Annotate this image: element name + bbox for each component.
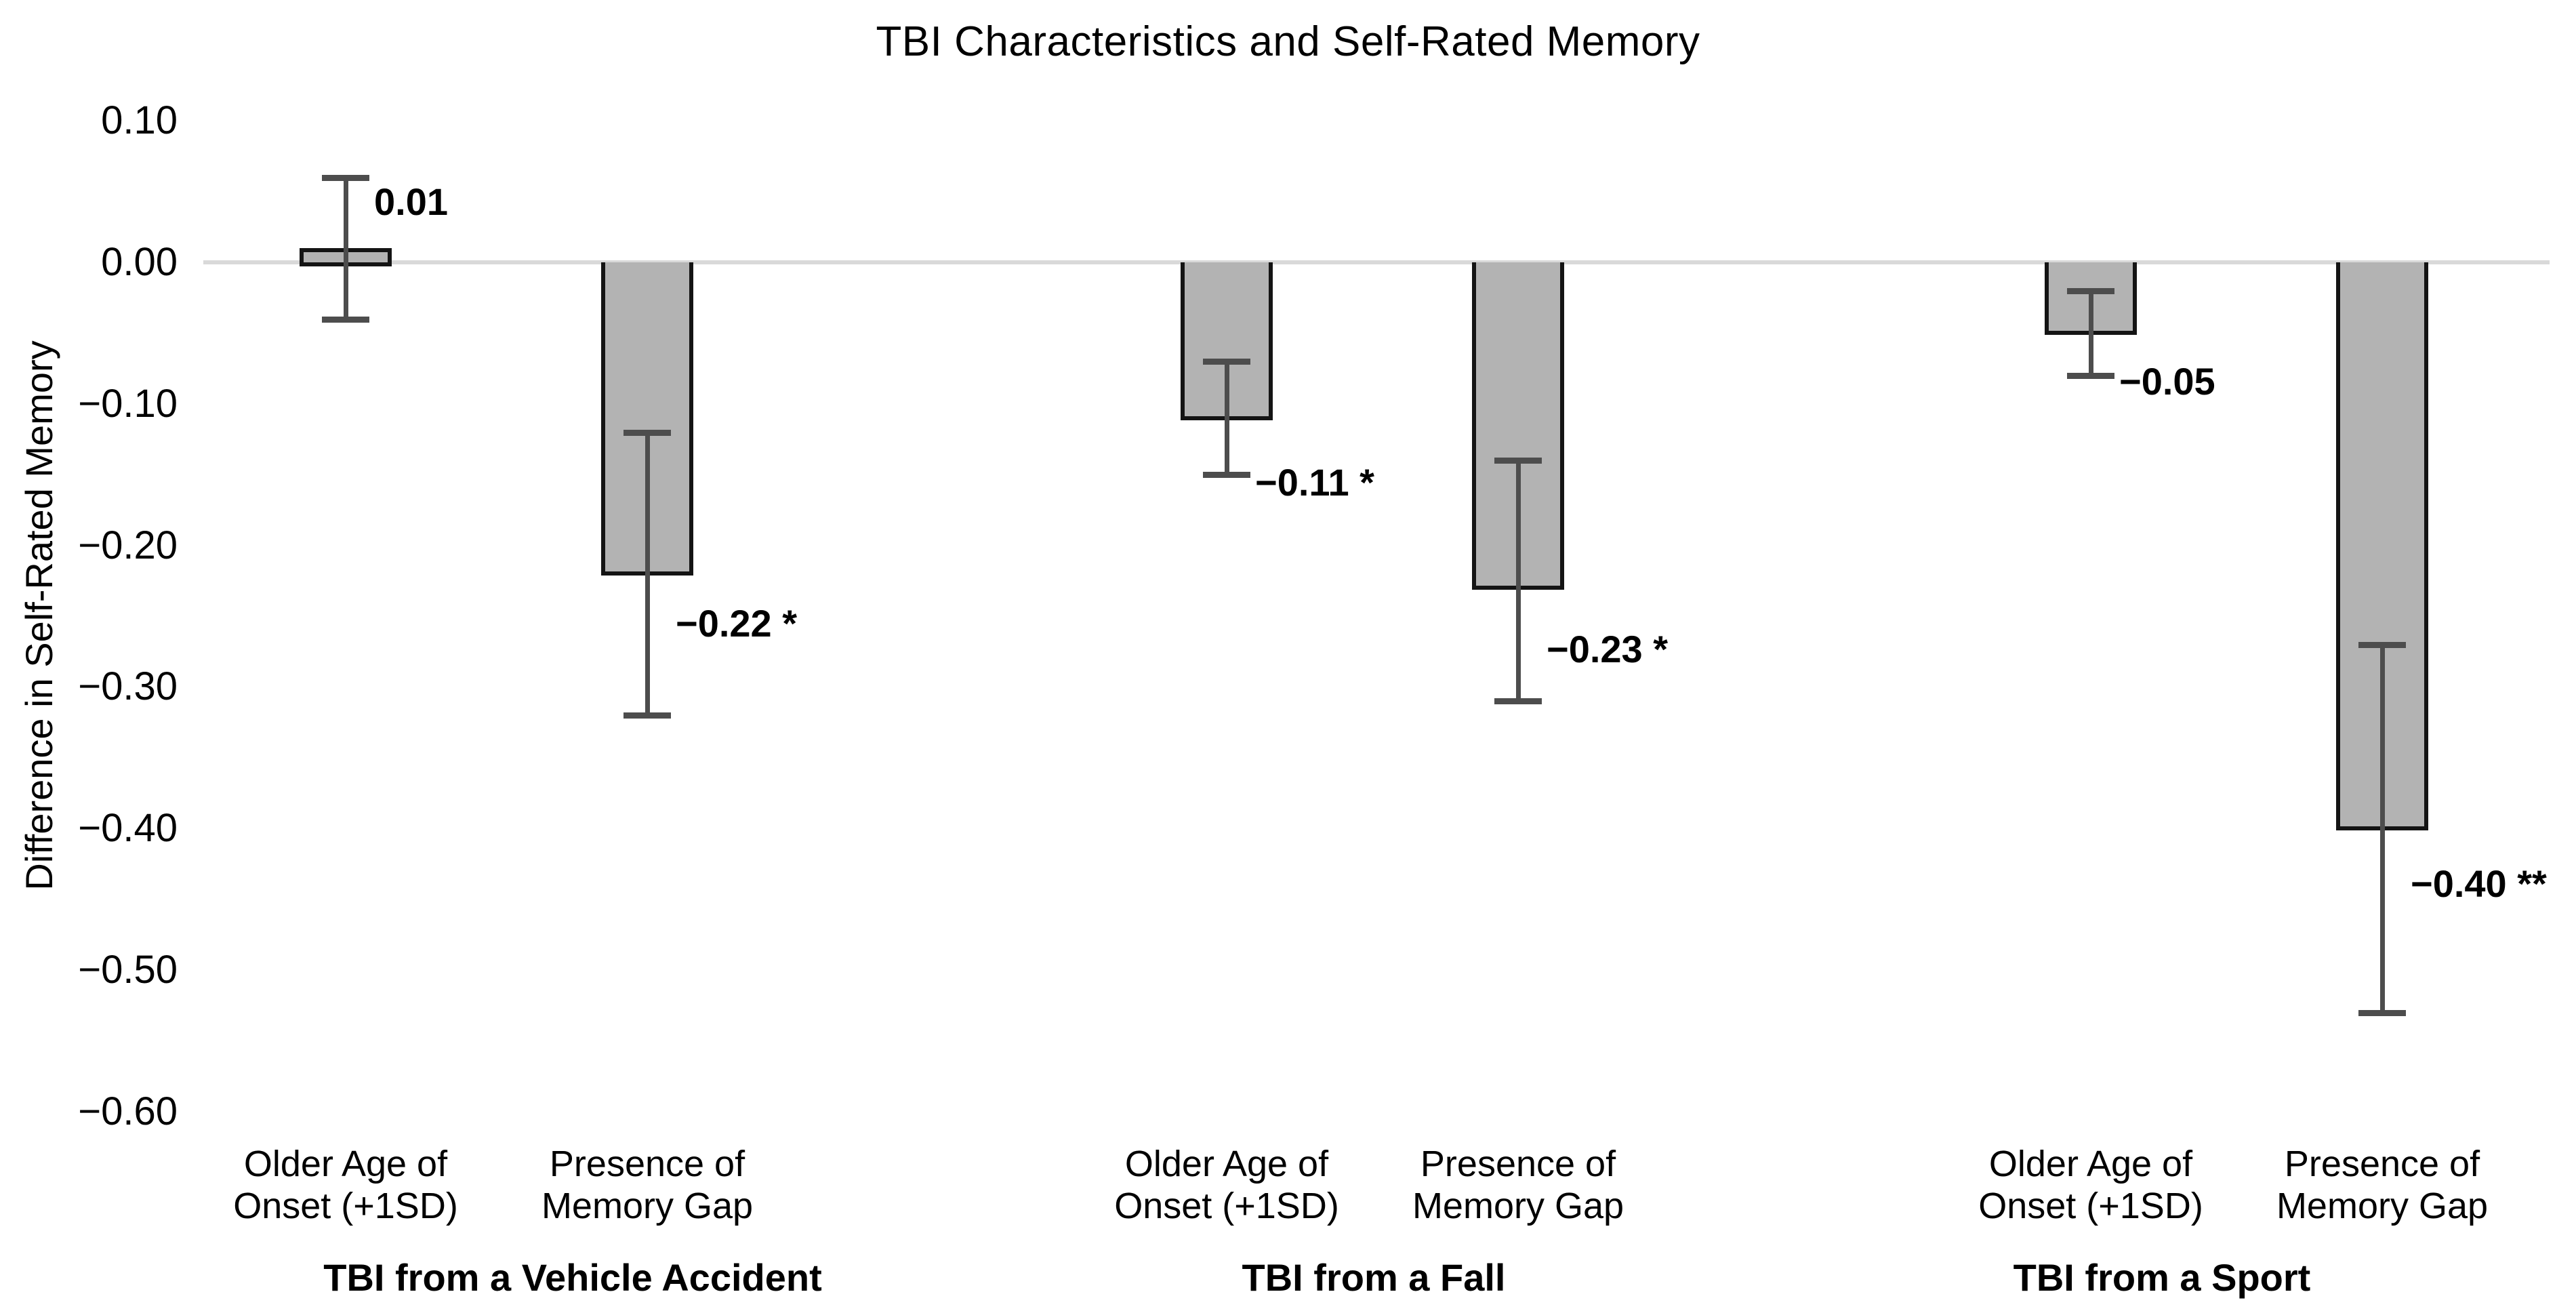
error-bar-cap bbox=[2067, 287, 2114, 294]
error-bar-cap bbox=[2358, 1009, 2406, 1016]
y-tick-label: −0.20 bbox=[78, 523, 178, 567]
value-label: −0.23 * bbox=[1547, 628, 1669, 671]
error-bar-cap bbox=[2358, 641, 2406, 648]
category-label: Older Age of Onset (+1SD) bbox=[1978, 1144, 2203, 1226]
category-label: Presence of Memory Gap bbox=[2276, 1144, 2489, 1226]
error-bar-line bbox=[2089, 290, 2093, 376]
category-label: Presence of Memory Gap bbox=[541, 1144, 754, 1226]
error-bar-cap bbox=[1203, 472, 1250, 479]
y-tick-label: −0.40 bbox=[78, 806, 178, 851]
group-label: TBI from a Fall bbox=[1242, 1256, 1506, 1299]
value-label: −0.11 * bbox=[1255, 460, 1374, 504]
y-tick-label: 0.00 bbox=[101, 240, 178, 284]
error-bar-line bbox=[1516, 460, 1521, 702]
value-label: 0.01 bbox=[374, 180, 448, 224]
y-tick-label: −0.60 bbox=[78, 1089, 178, 1133]
value-label: −0.22 * bbox=[676, 602, 798, 645]
value-label: −0.40 ** bbox=[2411, 862, 2547, 906]
y-tick-label: −0.10 bbox=[78, 381, 178, 426]
y-tick-label: −0.30 bbox=[78, 664, 178, 709]
zero-gridline bbox=[203, 260, 2550, 264]
error-bar-line bbox=[645, 432, 650, 716]
error-bar-cap bbox=[1203, 359, 1250, 365]
y-tick-label: −0.50 bbox=[78, 948, 178, 992]
error-bar-cap bbox=[322, 316, 369, 323]
group-label: TBI from a Sport bbox=[2013, 1256, 2311, 1299]
error-bar-cap bbox=[2067, 373, 2114, 380]
y-tick-label: 0.10 bbox=[101, 98, 178, 143]
category-label: Older Age of Onset (+1SD) bbox=[233, 1144, 458, 1226]
error-bar-cap bbox=[623, 429, 671, 436]
error-bar-line bbox=[2380, 644, 2385, 1013]
error-bar-cap bbox=[1494, 458, 1542, 464]
y-axis-title: Difference in Self-Rated Memory bbox=[18, 340, 60, 891]
category-label: Presence of Memory Gap bbox=[1412, 1144, 1624, 1226]
error-bar-cap bbox=[1494, 698, 1542, 705]
error-bar-line bbox=[1225, 361, 1229, 475]
chart-title: TBI Characteristics and Self-Rated Memor… bbox=[876, 18, 1700, 65]
error-bar-cap bbox=[623, 712, 671, 719]
category-label: Older Age of Onset (+1SD) bbox=[1114, 1144, 1339, 1226]
value-label: −0.05 bbox=[2119, 360, 2215, 403]
error-bar-cap bbox=[322, 174, 369, 181]
error-bar-line bbox=[344, 177, 348, 319]
group-label: TBI from a Vehicle Accident bbox=[323, 1256, 822, 1299]
